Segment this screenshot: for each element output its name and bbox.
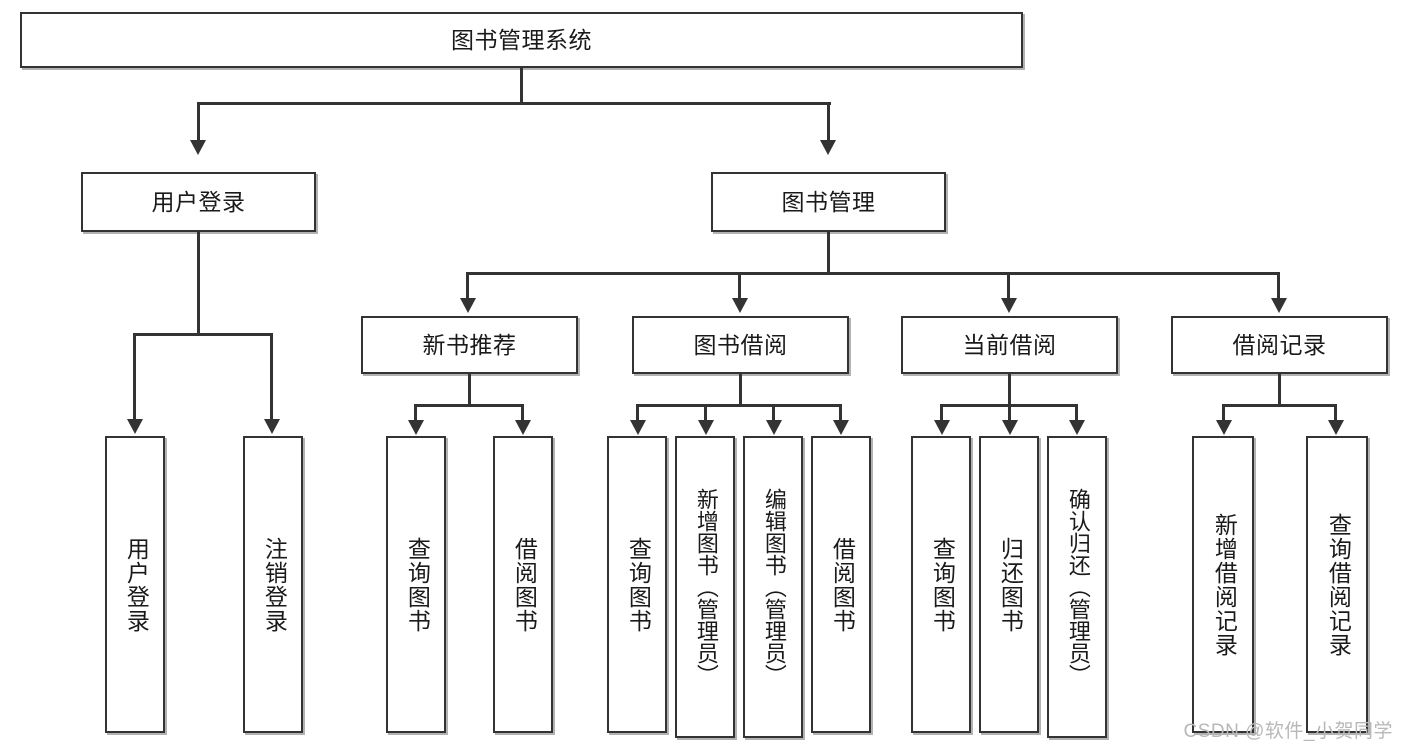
connector-new-book-bar — [414, 404, 524, 407]
node-current-borrow-label: 当前借阅 — [962, 331, 1057, 358]
connector-user-login-trunk — [197, 232, 200, 335]
leaf-query-book-1[interactable]: 查询图书 — [386, 436, 446, 733]
connector-bm-to-new-book — [466, 272, 469, 300]
leaf-return-book-label: 归还图书 — [997, 536, 1024, 633]
arrow-new-book-to-leaf-2 — [515, 420, 531, 435]
arrow-user-login-to-leaf-2 — [264, 419, 280, 434]
connector-current-borrow-trunk — [1008, 374, 1011, 406]
leaf-return-book[interactable]: 归还图书 — [979, 436, 1039, 733]
leaf-query-book-2-label: 查询图书 — [625, 536, 652, 633]
arrow-bb-to-leaf-2 — [698, 420, 714, 435]
node-book-borrow[interactable]: 图书借阅 — [632, 316, 849, 374]
node-current-borrow[interactable]: 当前借阅 — [901, 316, 1118, 374]
leaf-user-logout[interactable]: 注销登录 — [243, 436, 303, 733]
connector-br-to-leaf-2 — [1334, 404, 1337, 422]
connector-root-trunk — [520, 68, 523, 104]
leaf-user-login[interactable]: 用户登录 — [105, 436, 165, 733]
leaf-add-borrow-record[interactable]: 新增借阅记录 — [1192, 436, 1254, 733]
connector-root-to-user-login — [197, 102, 200, 142]
connector-bm-to-current-borrow — [1007, 272, 1010, 300]
connector-root-to-book-management — [827, 102, 830, 142]
leaf-query-book-3-label: 查询图书 — [929, 536, 956, 633]
connector-user-login-bar — [133, 333, 272, 336]
leaf-query-book-3[interactable]: 查询图书 — [911, 436, 971, 733]
connector-bb-to-leaf-1 — [636, 404, 639, 422]
node-user-login-label: 用户登录 — [151, 188, 246, 215]
arrow-bm-to-current-borrow — [1001, 298, 1017, 313]
connector-root-bar — [197, 102, 831, 105]
arrow-root-to-user-login — [190, 140, 206, 155]
arrow-bm-to-borrow-record — [1271, 298, 1287, 313]
node-root-label: 图书管理系统 — [451, 26, 592, 53]
connector-bm-to-book-borrow — [738, 272, 741, 300]
connector-user-login-to-leaf-2 — [270, 333, 273, 421]
node-borrow-record[interactable]: 借阅记录 — [1171, 316, 1388, 374]
connector-book-borrow-trunk — [739, 374, 742, 406]
arrow-new-book-to-leaf-1 — [408, 420, 424, 435]
arrow-br-to-leaf-1 — [1216, 420, 1232, 435]
arrow-bm-to-new-book — [460, 298, 476, 313]
arrow-cb-to-leaf-1 — [934, 420, 950, 435]
connector-new-book-trunk — [468, 374, 471, 406]
arrow-cb-to-leaf-3 — [1069, 420, 1085, 435]
leaf-borrow-book-1-label: 借阅图书 — [511, 536, 538, 633]
connector-cb-to-leaf-2 — [1008, 404, 1011, 422]
leaf-borrow-book-2-label: 借阅图书 — [829, 536, 856, 633]
connector-new-book-to-leaf-1 — [414, 404, 417, 422]
leaf-confirm-return-admin-label: 确认归还（管理员） — [1065, 488, 1091, 686]
node-book-management[interactable]: 图书管理 — [711, 172, 946, 232]
arrow-user-login-to-leaf-1 — [127, 419, 143, 434]
leaf-add-borrow-record-label: 新增借阅记录 — [1211, 512, 1238, 657]
connector-cb-to-leaf-3 — [1075, 404, 1078, 422]
connector-book-management-bar — [466, 272, 1280, 275]
connector-book-borrow-bar — [636, 404, 841, 407]
node-root[interactable]: 图书管理系统 — [20, 12, 1023, 68]
arrow-cb-to-leaf-2 — [1002, 420, 1018, 435]
arrow-bb-to-leaf-4 — [833, 420, 849, 435]
leaf-borrow-book-1[interactable]: 借阅图书 — [493, 436, 553, 733]
leaf-query-borrow-record[interactable]: 查询借阅记录 — [1306, 436, 1368, 733]
leaf-query-book-1-label: 查询图书 — [404, 536, 431, 633]
arrow-bm-to-book-borrow — [732, 298, 748, 313]
node-new-book-recommend-label: 新书推荐 — [422, 331, 517, 358]
leaf-user-login-label: 用户登录 — [123, 536, 150, 633]
connector-new-book-to-leaf-2 — [521, 404, 524, 422]
leaf-add-book-admin-label: 新增图书（管理员） — [693, 488, 719, 686]
leaf-add-book-admin[interactable]: 新增图书（管理员） — [675, 436, 735, 738]
node-book-management-label: 图书管理 — [781, 188, 876, 215]
connector-cb-to-leaf-1 — [940, 404, 943, 422]
arrow-bb-to-leaf-1 — [630, 420, 646, 435]
node-borrow-record-label: 借阅记录 — [1232, 331, 1327, 358]
leaf-user-logout-label: 注销登录 — [261, 536, 288, 633]
connector-bb-to-leaf-2 — [704, 404, 707, 422]
node-new-book-recommend[interactable]: 新书推荐 — [361, 316, 578, 374]
arrow-br-to-leaf-2 — [1328, 420, 1344, 435]
leaf-edit-book-admin-label: 编辑图书（管理员） — [761, 488, 787, 686]
connector-bb-to-leaf-3 — [772, 404, 775, 422]
leaf-confirm-return-admin[interactable]: 确认归还（管理员） — [1047, 436, 1107, 738]
arrow-bb-to-leaf-3 — [766, 420, 782, 435]
connector-br-to-leaf-1 — [1222, 404, 1225, 422]
node-book-borrow-label: 图书借阅 — [693, 331, 788, 358]
arrow-root-to-book-management — [820, 140, 836, 155]
leaf-borrow-book-2[interactable]: 借阅图书 — [811, 436, 871, 733]
leaf-edit-book-admin[interactable]: 编辑图书（管理员） — [743, 436, 803, 738]
connector-bb-to-leaf-4 — [839, 404, 842, 422]
node-user-login[interactable]: 用户登录 — [81, 172, 316, 232]
leaf-query-book-2[interactable]: 查询图书 — [607, 436, 667, 733]
connector-borrow-record-bar — [1222, 404, 1337, 407]
connector-bm-to-borrow-record — [1277, 272, 1280, 300]
connector-book-management-trunk — [827, 232, 830, 274]
connector-borrow-record-trunk — [1278, 374, 1281, 406]
leaf-query-borrow-record-label: 查询借阅记录 — [1325, 512, 1352, 657]
connector-user-login-to-leaf-1 — [133, 333, 136, 421]
